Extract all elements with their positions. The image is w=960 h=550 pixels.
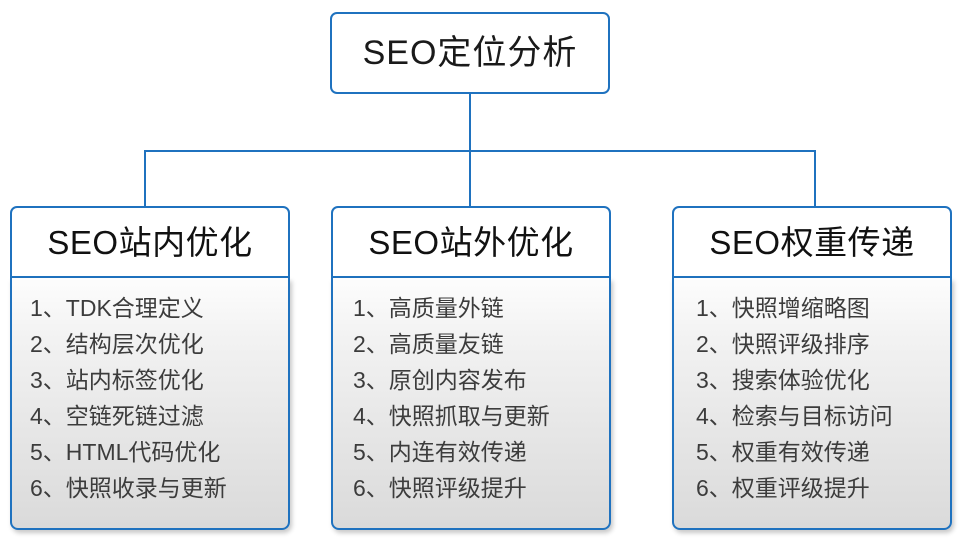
list-item[interactable]: 6、权重评级提升 [696, 475, 870, 501]
connector-leg-branch-1 [144, 150, 146, 206]
list-item[interactable]: 6、快照收录与更新 [30, 475, 227, 501]
list-item[interactable]: 5、权重有效传递 [696, 439, 870, 465]
list-item[interactable]: 3、站内标签优化 [30, 367, 204, 393]
branch-item-list-2: 1、高质量外链 2、高质量友链 3、原创内容发布 4、快照抓取与更新 5、内连有… [333, 290, 609, 506]
branch-header-onsite-optimization[interactable]: SEO站内优化 [10, 206, 290, 278]
branch-item-list-1: 1、TDK合理定义 2、结构层次优化 3、站内标签优化 4、空链死链过滤 5、H… [12, 290, 288, 506]
root-node-title: SEO定位分析 [362, 34, 578, 72]
list-item[interactable]: 4、快照抓取与更新 [353, 403, 550, 429]
branch-header-title: SEO权重传递 [709, 223, 915, 261]
connector-leg-branch-2 [469, 150, 471, 206]
connector-leg-branch-3 [814, 150, 816, 206]
list-item[interactable]: 1、高质量外链 [353, 295, 504, 321]
branch-body-3: 1、快照增缩略图 2、快照评级排序 3、搜索体验优化 4、检索与目标访问 5、权… [672, 278, 952, 530]
connector-root-stem [469, 94, 471, 151]
list-item[interactable]: 6、快照评级提升 [353, 475, 527, 501]
branch-header-weight-transfer[interactable]: SEO权重传递 [672, 206, 952, 278]
list-item[interactable]: 2、快照评级排序 [696, 331, 870, 357]
branch-column-1: SEO站内优化 1、TDK合理定义 2、结构层次优化 3、站内标签优化 4、空链… [10, 206, 290, 530]
root-node-seo-positioning-analysis[interactable]: SEO定位分析 [330, 12, 610, 94]
list-item[interactable]: 3、原创内容发布 [353, 367, 527, 393]
branch-item-list-3: 1、快照增缩略图 2、快照评级排序 3、搜索体验优化 4、检索与目标访问 5、权… [674, 290, 950, 506]
list-item[interactable]: 1、快照增缩略图 [696, 295, 870, 321]
branch-body-1: 1、TDK合理定义 2、结构层次优化 3、站内标签优化 4、空链死链过滤 5、H… [10, 278, 290, 530]
branch-header-offsite-optimization[interactable]: SEO站外优化 [331, 206, 611, 278]
list-item[interactable]: 2、高质量友链 [353, 331, 504, 357]
list-item[interactable]: 4、检索与目标访问 [696, 403, 893, 429]
branch-column-3: SEO权重传递 1、快照增缩略图 2、快照评级排序 3、搜索体验优化 4、检索与… [672, 206, 952, 530]
branch-header-title: SEO站外优化 [368, 223, 574, 261]
list-item[interactable]: 5、HTML代码优化 [30, 439, 221, 465]
list-item[interactable]: 1、TDK合理定义 [30, 295, 204, 321]
branch-body-2: 1、高质量外链 2、高质量友链 3、原创内容发布 4、快照抓取与更新 5、内连有… [331, 278, 611, 530]
connector-horizontal-bar [144, 150, 816, 152]
list-item[interactable]: 2、结构层次优化 [30, 331, 204, 357]
list-item[interactable]: 4、空链死链过滤 [30, 403, 204, 429]
branch-column-2: SEO站外优化 1、高质量外链 2、高质量友链 3、原创内容发布 4、快照抓取与… [331, 206, 611, 530]
list-item[interactable]: 3、搜索体验优化 [696, 367, 870, 393]
branch-header-title: SEO站内优化 [47, 223, 253, 261]
list-item[interactable]: 5、内连有效传递 [353, 439, 527, 465]
